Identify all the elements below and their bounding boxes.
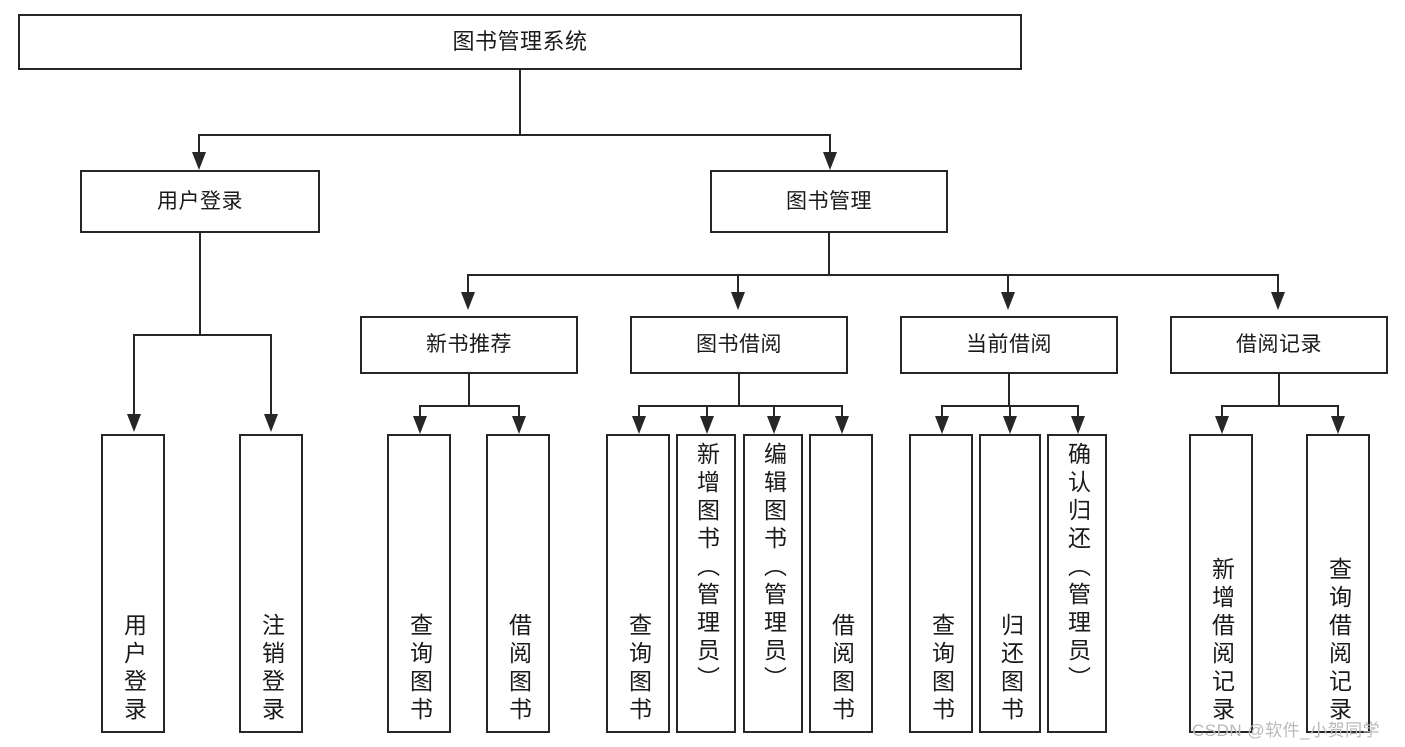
node-user-login[interactable]: 用户登录	[80, 170, 320, 233]
arrow-head-bookborrow-4	[835, 416, 849, 434]
connector-userlogin-drop-1	[133, 334, 135, 415]
connector-newbook-drop-1	[419, 405, 421, 417]
leaf-query-book-borrow[interactable]: 查询图书	[606, 434, 670, 733]
leaf-add-borrow-record[interactable]: 新增借阅记录	[1189, 434, 1253, 733]
node-book-borrow[interactable]: 图书借阅	[630, 316, 848, 374]
node-label: 图书管理系统	[452, 28, 588, 54]
connector-root-drop-1	[198, 134, 200, 154]
node-label: 查询图书	[406, 613, 433, 725]
node-label: 新增借阅记录	[1208, 557, 1235, 725]
connector-root-drop-2	[829, 134, 831, 154]
connector-bookmgmt-drop-3	[1007, 274, 1009, 293]
connector-newbook-stem	[468, 374, 470, 406]
arrow-head-userlogin-1	[127, 414, 141, 432]
connector-newbook-bus	[419, 405, 519, 407]
node-label: 确认归还（管理员）	[1064, 442, 1091, 694]
node-label: 查询图书	[625, 613, 652, 725]
arrow-head-bookmgmt-2	[731, 292, 745, 310]
node-label: 查询借阅记录	[1325, 557, 1352, 725]
arrow-head-currentborrow-2	[1003, 416, 1017, 434]
arrow-head-bookborrow-1	[632, 416, 646, 434]
connector-borrowrecord-stem	[1278, 374, 1280, 406]
connector-bookborrow-drop-2	[706, 405, 708, 417]
node-label: 当前借阅	[966, 333, 1052, 357]
connector-bookborrow-drop-3	[773, 405, 775, 417]
arrow-head-root-2	[823, 152, 837, 170]
leaf-borrow-book[interactable]: 借阅图书	[809, 434, 873, 733]
node-label: 查询图书	[928, 613, 955, 725]
connector-borrowrecord-drop-1	[1221, 405, 1223, 417]
connector-currentborrow-drop-3	[1077, 405, 1079, 417]
connector-bookborrow-bus	[638, 405, 842, 407]
leaf-borrow-book-recommend[interactable]: 借阅图书	[486, 434, 550, 733]
leaf-add-book-admin[interactable]: 新增图书（管理员）	[676, 434, 736, 733]
leaf-query-book-recommend[interactable]: 查询图书	[387, 434, 451, 733]
node-root-system[interactable]: 图书管理系统	[18, 14, 1022, 70]
connector-root-stem	[519, 70, 521, 135]
arrow-head-newbook-2	[512, 416, 526, 434]
arrow-head-bookborrow-3	[767, 416, 781, 434]
node-new-book-recommend[interactable]: 新书推荐	[360, 316, 578, 374]
leaf-confirm-return-admin[interactable]: 确认归还（管理员）	[1047, 434, 1107, 733]
connector-currentborrow-stem	[1008, 374, 1010, 406]
connector-bookmgmt-bus	[467, 274, 1278, 276]
arrow-head-userlogin-2	[264, 414, 278, 432]
connector-newbook-drop-2	[518, 405, 520, 417]
leaf-logout[interactable]: 注销登录	[239, 434, 303, 733]
arrow-head-bookborrow-2	[700, 416, 714, 434]
connector-bookborrow-drop-1	[638, 405, 640, 417]
node-current-borrow[interactable]: 当前借阅	[900, 316, 1118, 374]
node-label: 编辑图书（管理员）	[760, 442, 787, 694]
arrow-head-bookmgmt-1	[461, 292, 475, 310]
connector-currentborrow-drop-1	[941, 405, 943, 417]
connector-currentborrow-drop-2	[1009, 405, 1011, 417]
leaf-edit-book-admin[interactable]: 编辑图书（管理员）	[743, 434, 803, 733]
node-label: 图书管理	[786, 189, 872, 213]
node-label: 借阅记录	[1236, 333, 1322, 357]
connector-borrowrecord-bus	[1221, 405, 1338, 407]
node-label: 注销登录	[258, 613, 285, 725]
node-label: 借阅图书	[505, 613, 532, 725]
leaf-query-borrow-record[interactable]: 查询借阅记录	[1306, 434, 1370, 733]
node-label: 用户登录	[120, 613, 147, 725]
connector-root-bus	[198, 134, 831, 136]
leaf-query-book-current[interactable]: 查询图书	[909, 434, 973, 733]
connector-bookmgmt-drop-1	[467, 274, 469, 293]
node-label: 归还图书	[997, 613, 1024, 725]
connector-bookmgmt-drop-4	[1277, 274, 1279, 293]
connector-borrowrecord-drop-2	[1337, 405, 1339, 417]
watermark-text: CSDN @软件_小贺同学	[1192, 721, 1381, 740]
arrow-head-root-1	[192, 152, 206, 170]
arrow-head-newbook-1	[413, 416, 427, 434]
node-label: 借阅图书	[828, 613, 855, 725]
connector-bookborrow-stem	[738, 374, 740, 406]
connector-bookmgmt-stem	[828, 233, 830, 275]
node-label: 新书推荐	[426, 333, 512, 357]
connector-bookmgmt-drop-2	[737, 274, 739, 293]
connector-userlogin-bus	[133, 334, 272, 336]
node-label: 新增图书（管理员）	[693, 442, 720, 694]
connector-userlogin-drop-2	[270, 334, 272, 415]
connector-userlogin-stem	[199, 233, 201, 335]
node-label: 图书借阅	[696, 333, 782, 357]
arrow-head-bookmgmt-3	[1001, 292, 1015, 310]
node-borrow-record[interactable]: 借阅记录	[1170, 316, 1388, 374]
arrow-head-currentborrow-3	[1071, 416, 1085, 434]
leaf-return-book[interactable]: 归还图书	[979, 434, 1041, 733]
node-book-management[interactable]: 图书管理	[710, 170, 948, 233]
connector-bookborrow-drop-4	[841, 405, 843, 417]
arrow-head-currentborrow-1	[935, 416, 949, 434]
arrow-head-borrowrecord-1	[1215, 416, 1229, 434]
leaf-user-login[interactable]: 用户登录	[101, 434, 165, 733]
arrow-head-borrowrecord-2	[1331, 416, 1345, 434]
arrow-head-bookmgmt-4	[1271, 292, 1285, 310]
node-label: 用户登录	[157, 189, 243, 213]
